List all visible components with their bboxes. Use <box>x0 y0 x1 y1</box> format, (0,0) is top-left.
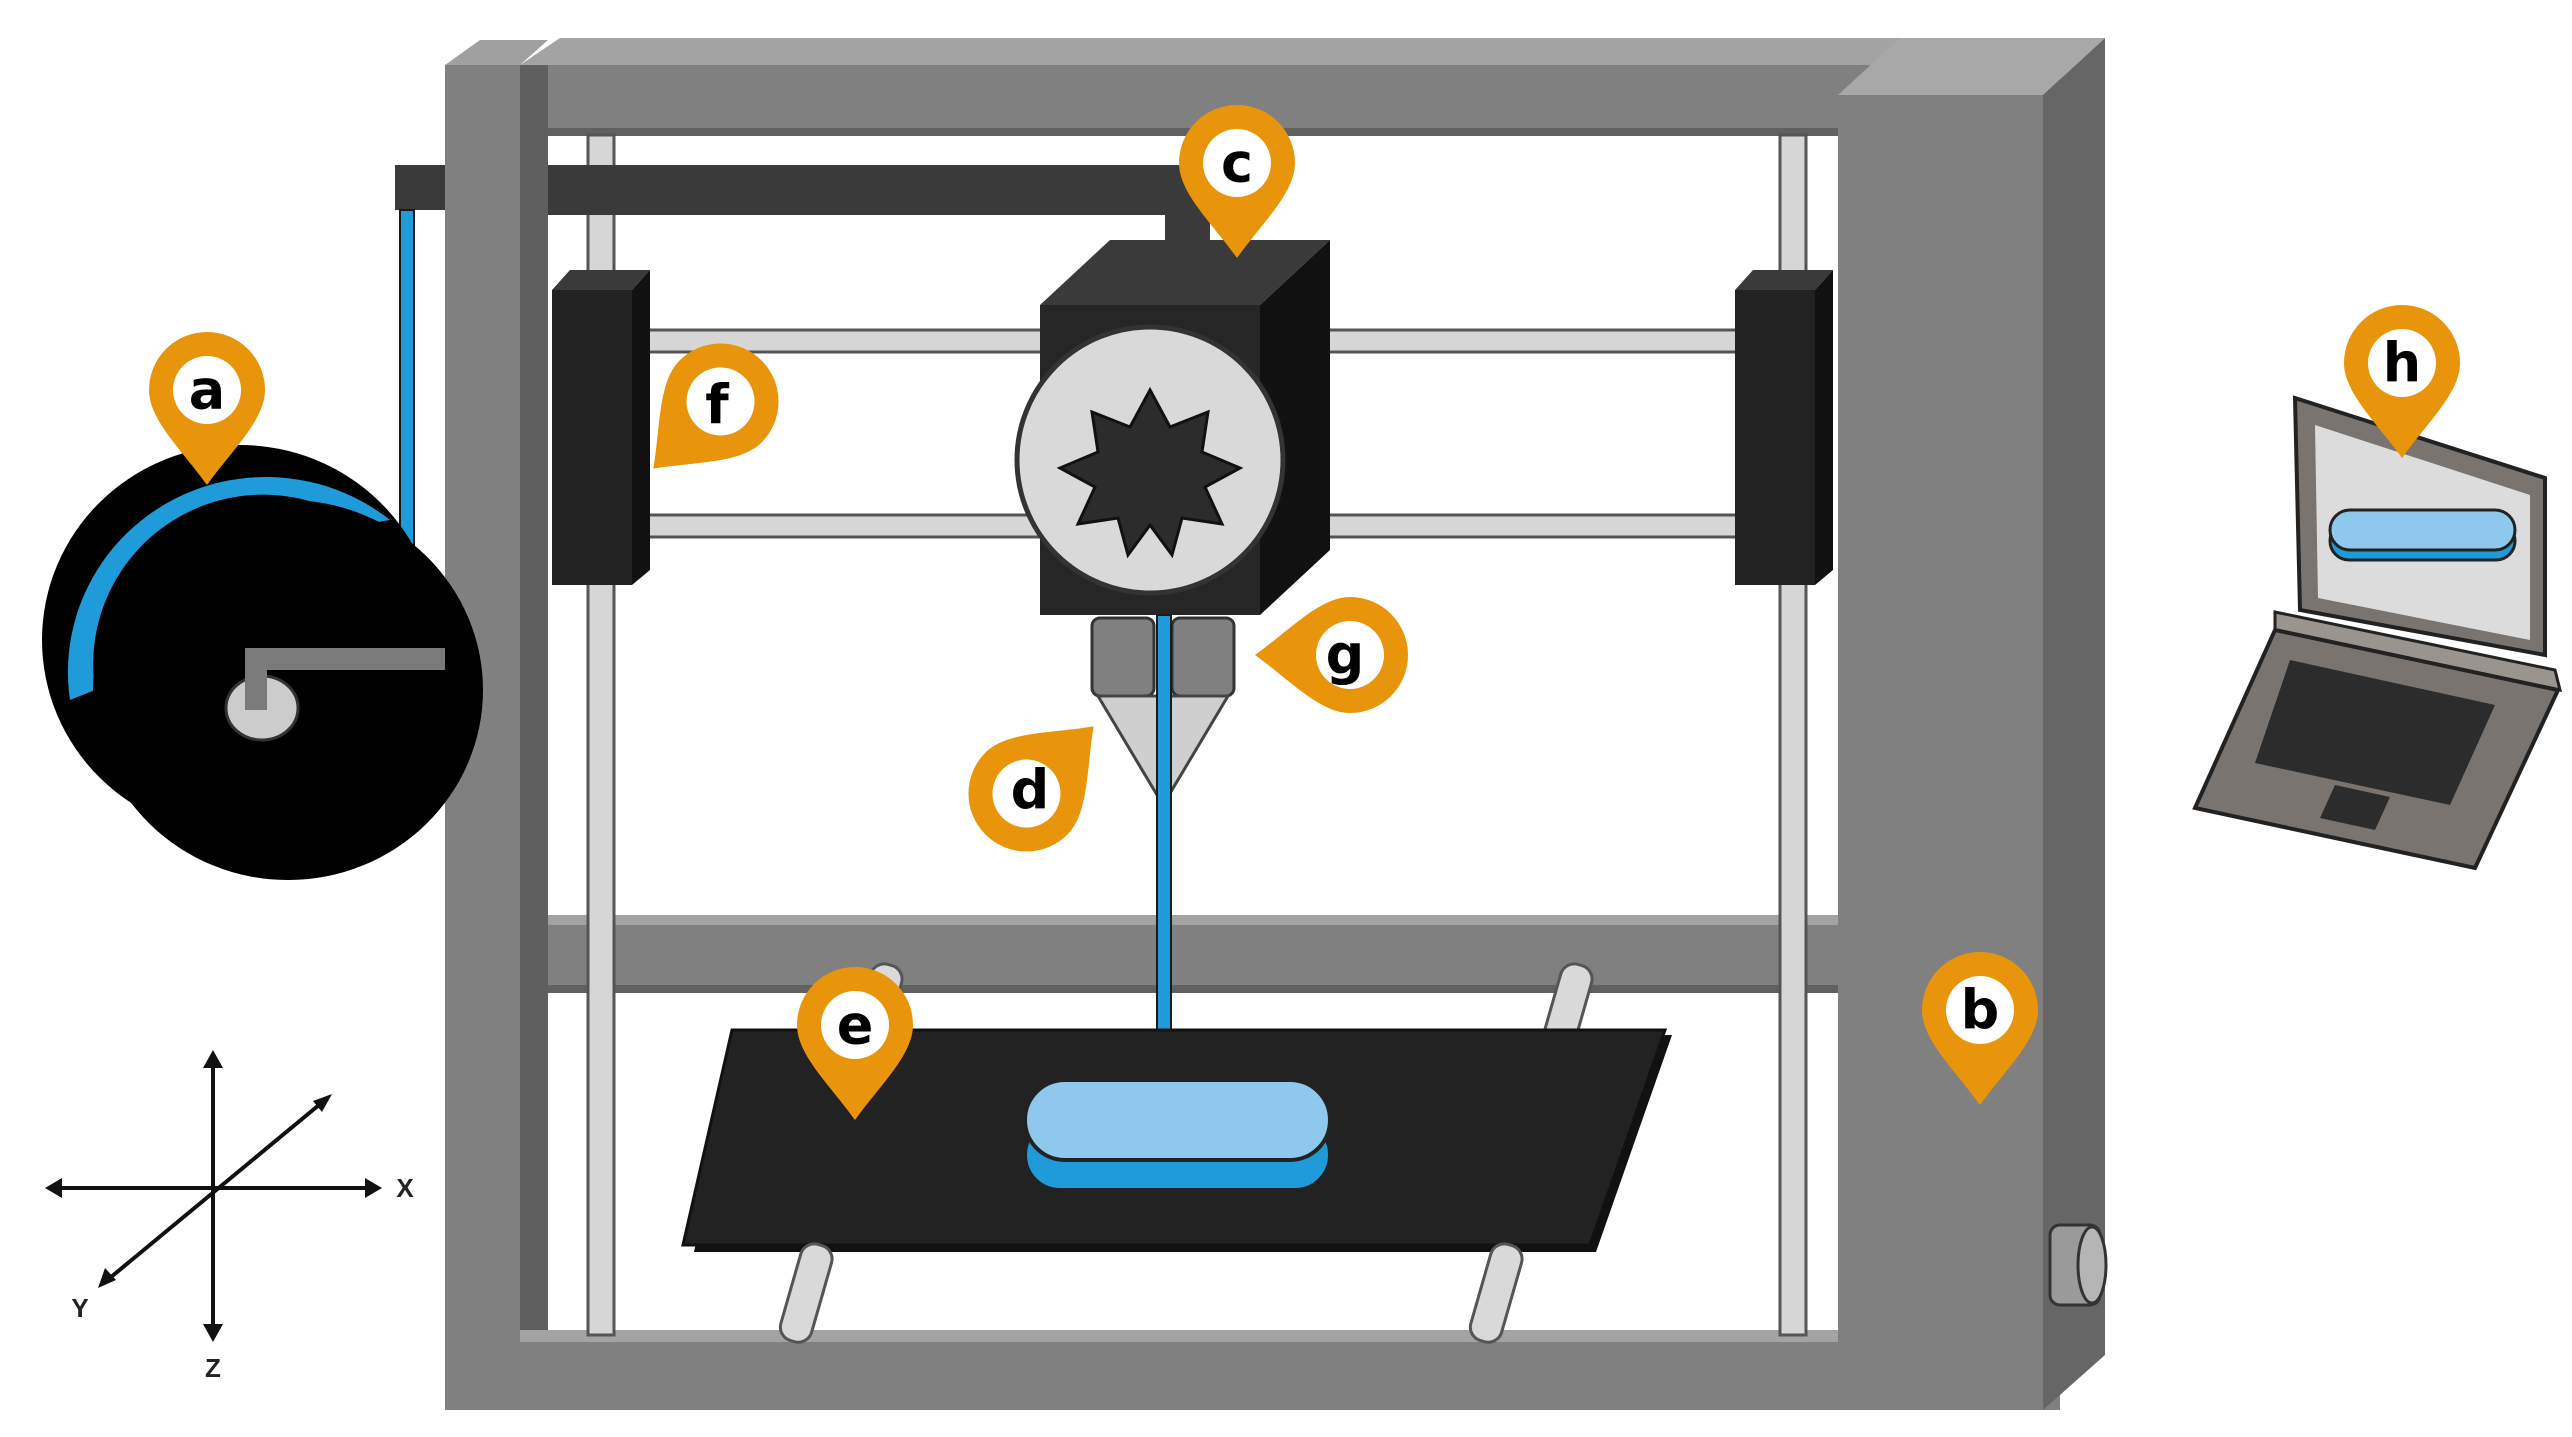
printed-object <box>1023 1078 1332 1192</box>
printer-frame <box>445 38 2108 1410</box>
extruder-head <box>1014 240 1330 808</box>
pin-d: d <box>944 685 1135 876</box>
pin-a: a <box>149 332 265 485</box>
coordinate-axes: X Y Z <box>45 1050 414 1383</box>
laptop-icon <box>2192 395 2563 871</box>
axis-label-z: Z <box>205 1353 221 1383</box>
filament-spool <box>42 445 483 880</box>
pin-label-d: d <box>1011 759 1050 822</box>
left-carriage <box>552 270 650 585</box>
pin-f: f <box>612 319 803 510</box>
axis-label-x: X <box>396 1173 414 1203</box>
filament-guide <box>395 165 1210 265</box>
pin-label-g: g <box>1326 624 1365 687</box>
pin-b: b <box>1922 952 2038 1105</box>
pin-label-h: h <box>2383 332 2421 395</box>
fan-star-icon <box>1056 386 1244 559</box>
pin-label-a: a <box>189 359 225 422</box>
pin-label-b: b <box>1961 979 2000 1042</box>
pin-h: h <box>2344 305 2460 458</box>
control-knob <box>2048 1223 2108 1307</box>
pin-g: g <box>1255 597 1408 713</box>
pin-label-e: e <box>837 994 874 1057</box>
pin-c: c <box>1179 105 1295 258</box>
pin-label-f: f <box>705 374 729 437</box>
pin-e: e <box>797 967 913 1120</box>
axis-label-y: Y <box>71 1293 88 1323</box>
pin-label-c: c <box>1221 132 1253 195</box>
right-carriage <box>1735 270 1833 585</box>
